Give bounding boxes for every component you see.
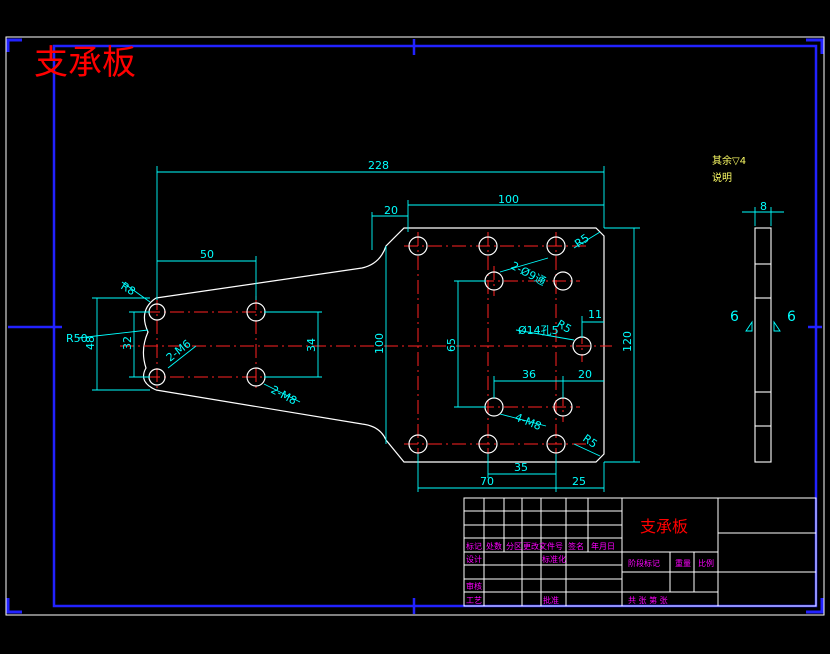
part-outline xyxy=(142,227,605,463)
dim-65: 65 xyxy=(445,338,458,352)
hole-tm xyxy=(478,236,498,256)
tb-change: 更改文件号 xyxy=(523,541,563,551)
dim-r8: R8 xyxy=(118,280,137,299)
drawing-frame xyxy=(52,44,818,608)
tb-design: 设计 xyxy=(466,554,482,564)
corner-marks xyxy=(6,38,824,614)
dim-34: 34 xyxy=(305,338,318,352)
dim-m6: 2-M6 xyxy=(164,337,194,364)
dim-r5-mid: R5 xyxy=(555,317,574,336)
dim-32: 32 xyxy=(121,336,134,350)
tb-zone: 分区 xyxy=(506,542,522,551)
tb-scale: 比例 xyxy=(698,558,714,568)
dim-20-right: 20 xyxy=(578,368,592,381)
dim-r50: R50 xyxy=(66,332,88,345)
dim-m8-right: 4-M8 xyxy=(513,411,543,433)
dim-11: 11 xyxy=(588,308,602,321)
side-dim xyxy=(742,207,784,332)
dim-120: 120 xyxy=(621,331,634,352)
dim-25: 25 xyxy=(572,475,586,488)
dim-50: 50 xyxy=(200,248,214,261)
dim-36: 36 xyxy=(522,368,536,381)
dim-228: 228 xyxy=(368,159,389,172)
side-view xyxy=(754,227,772,463)
dim-35: 35 xyxy=(514,461,528,474)
dimension-lines xyxy=(77,166,640,492)
dim-m8-left: 2-M8 xyxy=(269,383,299,407)
section-label-right: 6 xyxy=(787,309,796,325)
title-block-part-name: 支承板 xyxy=(640,517,688,536)
dim-100-left: 100 xyxy=(373,333,386,354)
center-lines xyxy=(120,232,612,460)
tb-count: 处数 xyxy=(486,541,502,551)
hole-9-right xyxy=(553,271,573,291)
cert-note: 说明 xyxy=(712,171,732,184)
hole-bm xyxy=(478,434,498,454)
drawing-title: 支承板 xyxy=(34,43,136,83)
outer-border xyxy=(5,36,825,616)
hole-tl xyxy=(408,236,428,256)
hole-bl xyxy=(408,434,428,454)
dim-20-top: 20 xyxy=(384,204,398,217)
tb-review: 审核 xyxy=(466,581,482,591)
title-block xyxy=(463,497,817,607)
hole-br xyxy=(546,434,566,454)
hole-tr xyxy=(546,236,566,256)
dim-48: 48 xyxy=(84,336,97,350)
side-width-dim: 8 xyxy=(760,200,767,213)
tb-date: 年月日 xyxy=(591,541,615,551)
tb-sheets: 共 张 第 张 xyxy=(628,595,668,605)
roughness-note: 其余▽4 xyxy=(712,154,746,167)
tb-process: 工艺 xyxy=(466,596,482,605)
dim-70: 70 xyxy=(480,475,494,488)
center-marks xyxy=(8,39,822,614)
tb-sign: 签名 xyxy=(568,541,584,551)
tb-stage: 阶段标记 xyxy=(628,558,660,568)
section-label-left: 6 xyxy=(730,309,739,325)
dim-100-top: 100 xyxy=(498,193,519,206)
dim-holes-14: Ø14孔5 xyxy=(518,324,559,337)
tb-approve: 批准 xyxy=(543,595,559,605)
tb-mark: 标记 xyxy=(466,541,482,551)
tb-standardize: 标准化 xyxy=(542,554,566,564)
tb-weight: 重量 xyxy=(675,558,691,568)
